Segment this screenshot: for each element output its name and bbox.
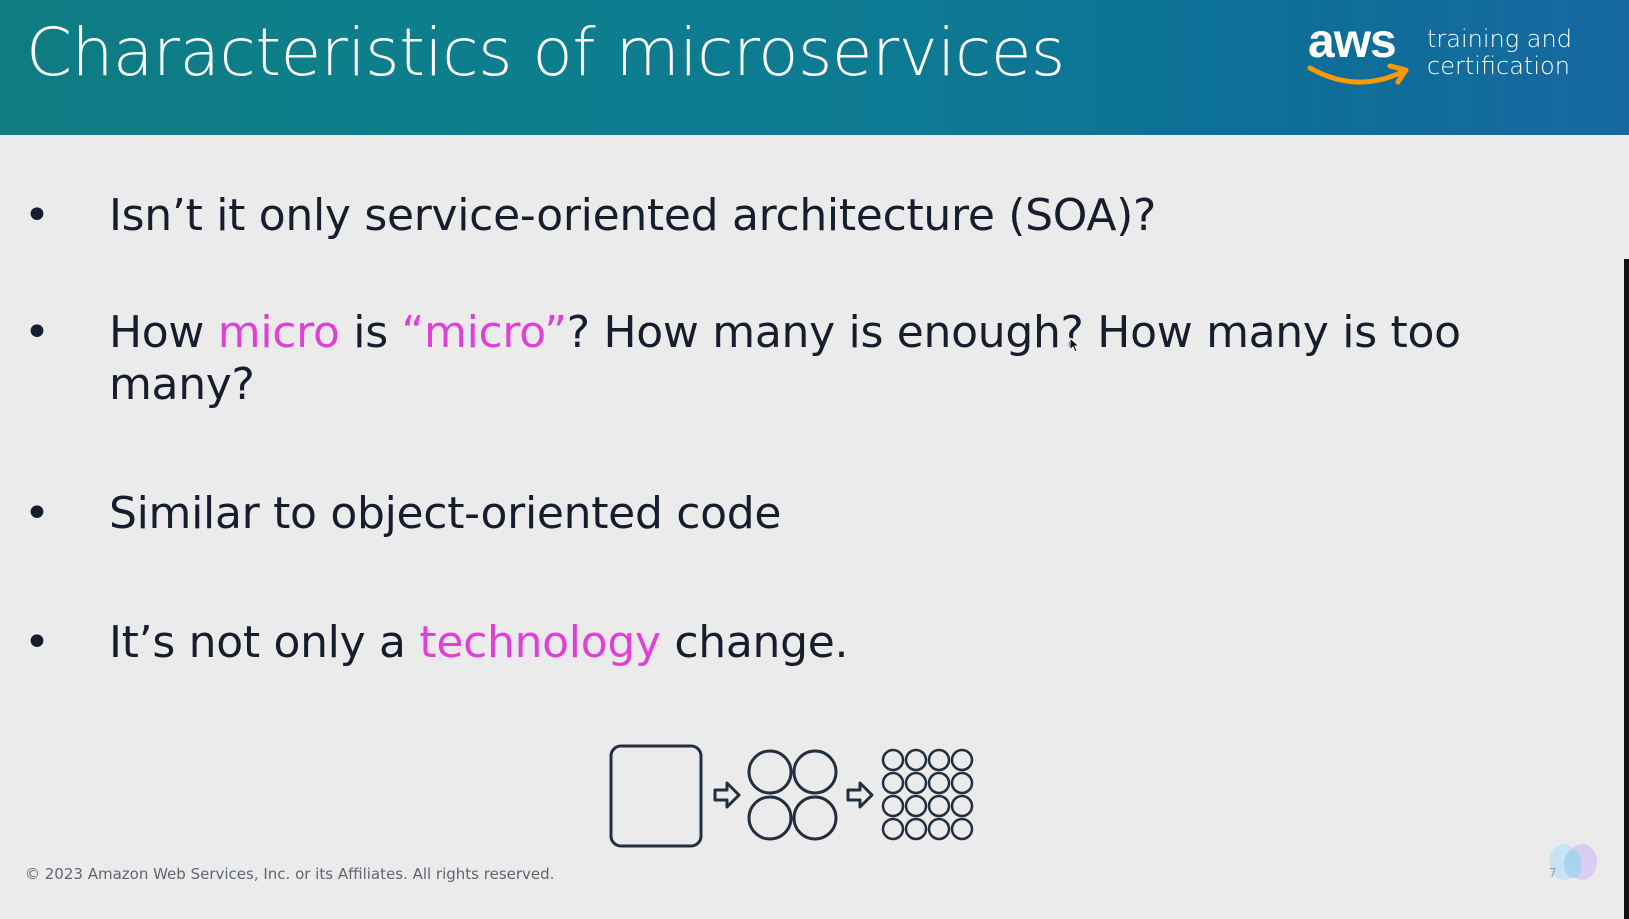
highlighted-text: micro [217,307,340,358]
bullet-text: Similar to object-oriented code [109,488,1489,540]
bullet-dot: • [24,617,50,668]
bullet-dot: • [24,488,50,539]
aws-smile-icon [1307,63,1409,85]
right-edge-scrollbar[interactable] [1624,259,1629,919]
four-services-icon [747,749,838,841]
highlighted-text: technology [419,617,661,668]
aws-training-logo: aws training and certification [1302,15,1592,100]
copyright-footer: © 2023 Amazon Web Services, Inc. or its … [25,865,555,883]
bullet-text-part: It’s not only a [109,617,420,668]
bullet-text: How micro is “micro”? How many is enough… [109,307,1489,411]
bullet-text-part: Isn’t it only service-oriented architect… [109,190,1157,241]
bullet-text-part: ? How many is enough? How many is too ma… [109,307,1461,410]
highlighted-text: “micro” [401,307,568,358]
slide-title: Characteristics of microservices [26,14,1065,91]
app-badge-icon [1549,844,1597,880]
monolith-to-microservices-diagram [609,744,974,848]
monolith-box-icon [609,744,703,848]
bullet-text-part: is [339,307,402,358]
bullet-text: It’s not only a technology change. [109,617,1489,669]
aws-wordmark: aws [1308,15,1397,68]
bullet-text-part: How [109,307,218,358]
bullet-text-part: change. [660,617,849,668]
bullet-dot: • [24,307,50,358]
bullet-text-part: Similar to object-oriented code [109,488,782,539]
bullet-text: Isn’t it only service-oriented architect… [109,190,1489,242]
aws-logo-tagline: training and certification [1427,25,1572,80]
slide-header: Characteristics of microservices aws tra… [0,0,1629,135]
arrow-right-icon [846,781,874,809]
many-services-icon [881,748,974,841]
arrow-right-icon [713,781,741,809]
mouse-cursor-icon [1069,337,1081,353]
page-number: 7 [1549,866,1557,880]
bullet-dot: • [24,190,50,241]
